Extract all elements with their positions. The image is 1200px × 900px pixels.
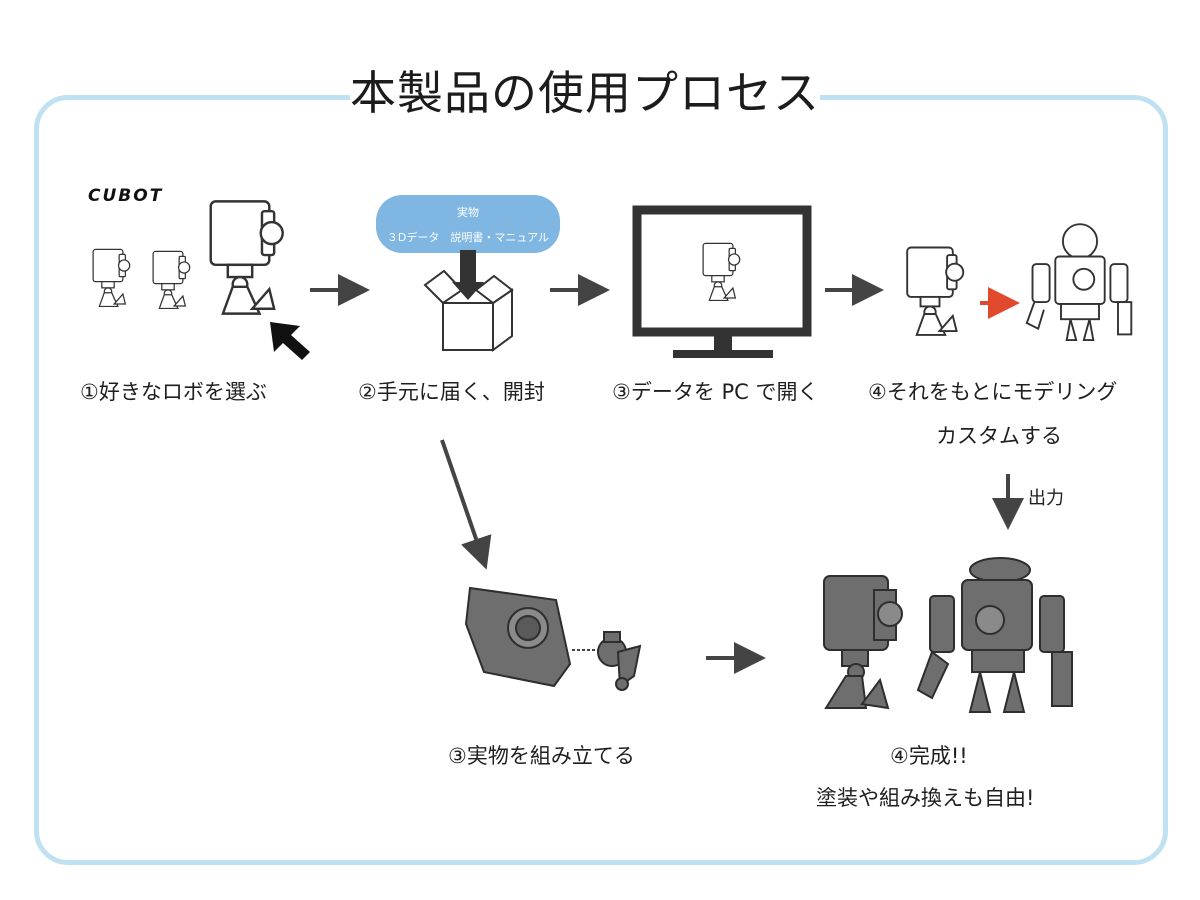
robot-large [209,200,284,315]
arrow-2-assemble [440,439,492,570]
step1-label: ①好きなロボを選ぶ [80,380,267,404]
bubble-line-1: 実物 [457,206,479,219]
assemble-label: ③実物を組み立てる [448,744,635,768]
custom-mech-render [1025,223,1133,342]
monitor-icon [632,205,812,358]
robot-model-render [906,246,965,336]
open-box-icon [423,269,514,352]
head-part-render [464,586,572,688]
robot-small-1 [92,248,131,308]
step4-label-line2: カスタムする [936,424,1062,448]
robot-small-2 [152,250,191,310]
output-label: 出力 [1028,488,1064,509]
step2-label: ②手元に届く、開封 [358,380,545,404]
select-pointer-icon [270,322,310,360]
completed-robot-render [823,575,903,710]
step4-label-line1: ④それをもとにモデリング [868,380,1118,404]
complete-label-line2: 塗装や組み換えも自由! [816,786,1035,810]
cubot-logo: CUBOT [88,186,164,206]
complete-label-line1: ④完成!! [890,744,968,768]
bubble-line-2: ３Dデータ 説明書・マニュアル [386,231,550,244]
contents-bubble: 実物 ３Dデータ 説明書・マニュアル [376,195,560,253]
page-title: 本製品の使用プロセス [350,58,820,128]
completed-mech-render [916,557,1073,713]
box-down-arrow [460,250,476,282]
step3-label: ③データを PC で開く [612,380,819,404]
neck-part-render [597,631,642,691]
